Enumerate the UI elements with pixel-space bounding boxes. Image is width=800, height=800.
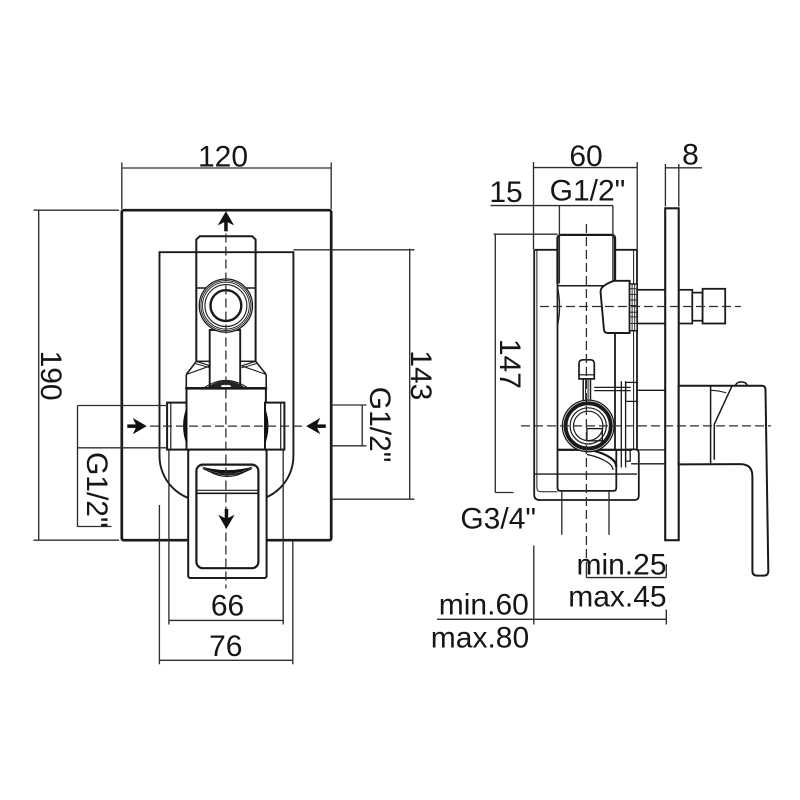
svg-text:max.45: max.45 [568, 581, 666, 614]
svg-text:G1/2": G1/2" [363, 387, 396, 463]
svg-text:max.80: max.80 [431, 622, 529, 655]
svg-text:60: 60 [569, 140, 602, 173]
svg-text:min.60: min.60 [439, 588, 529, 621]
svg-text:76: 76 [209, 630, 242, 663]
svg-text:147: 147 [493, 339, 526, 389]
svg-text:190: 190 [34, 351, 67, 401]
svg-text:143: 143 [404, 350, 437, 400]
svg-text:G1/2": G1/2" [550, 175, 626, 208]
svg-text:G3/4": G3/4" [460, 502, 536, 535]
svg-text:G1/2": G1/2" [80, 452, 113, 528]
svg-text:15: 15 [489, 176, 522, 209]
svg-text:min.25: min.25 [576, 549, 666, 582]
svg-text:66: 66 [211, 590, 244, 623]
svg-text:8: 8 [682, 139, 699, 172]
svg-text:120: 120 [198, 141, 248, 174]
